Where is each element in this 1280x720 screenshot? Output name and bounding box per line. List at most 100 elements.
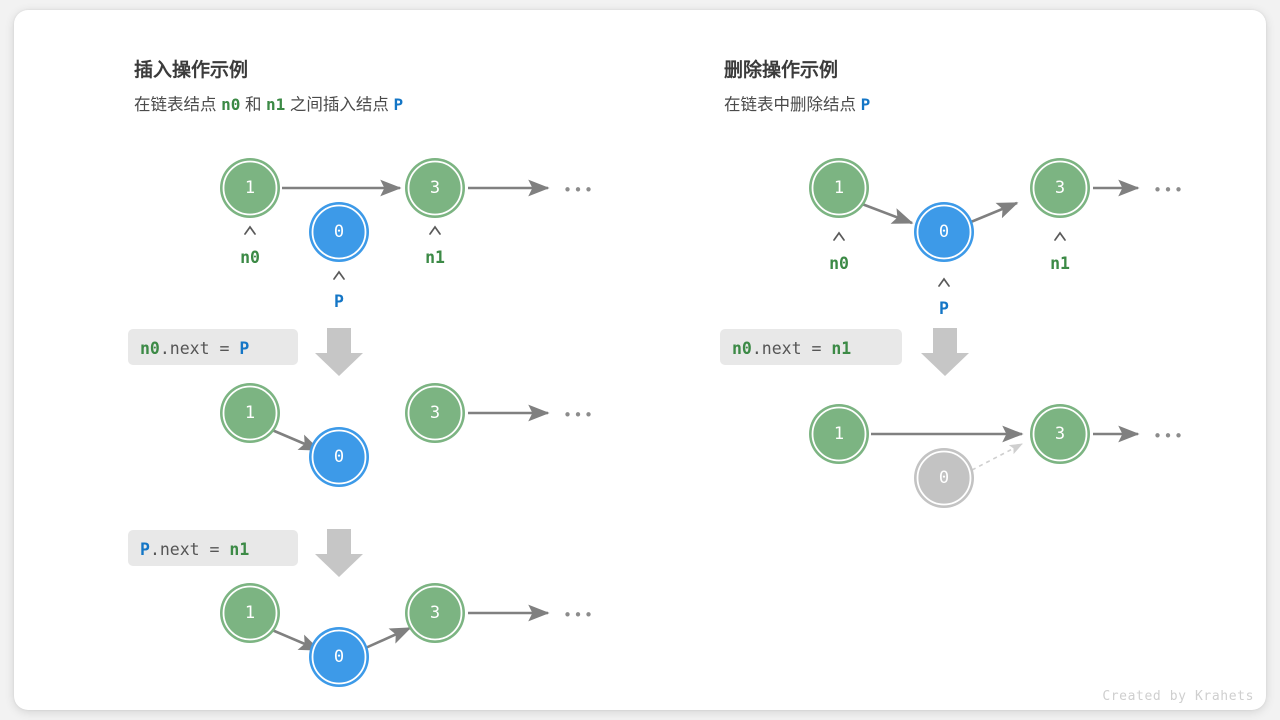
node-value: 3 <box>430 178 440 198</box>
node-label-n1: n1 <box>1050 254 1070 273</box>
ellipsis: ••• <box>563 606 595 624</box>
code-ident: P <box>239 339 249 358</box>
node-body <box>315 433 363 481</box>
node-inner-ring <box>1032 406 1088 462</box>
down-arrow-icon <box>315 328 363 376</box>
node-n0: 1 <box>809 404 869 464</box>
node-label-p: P <box>939 299 949 318</box>
svg-text:在链表中删除结点 P: 在链表中删除结点 P <box>724 95 870 114</box>
insert-step-1: n0.next = P <box>128 328 363 376</box>
node-label-n0: n0 <box>240 248 260 267</box>
caret-icon <box>244 225 256 235</box>
insert-step-2: P.next = n1 <box>128 529 363 577</box>
node-body <box>1036 164 1084 212</box>
insert-row-after-step-2: ••• 1 0 3 <box>220 583 595 687</box>
node-body <box>226 164 274 212</box>
code-ident: n0 <box>140 339 160 358</box>
link-arrow-removed-dashed <box>971 443 1023 471</box>
node-value: 1 <box>245 403 255 423</box>
credit-text: Created by Krahets <box>1102 689 1254 704</box>
diagram-canvas: 插入操作示例 在链表结点 n0 和 n1 之间插入结点 P ••• 1 <box>128 58 1254 704</box>
panel-remove-title: 删除操作示例 <box>724 58 838 81</box>
sub-part: 在链表中删除结点 <box>724 95 861 114</box>
code-op: .next = <box>150 540 229 559</box>
node-value: 0 <box>939 468 949 488</box>
sub-part: 和 <box>240 95 266 114</box>
node-value: 1 <box>834 178 844 198</box>
sub-part: 在链表结点 <box>134 95 221 114</box>
node-n0: 1 <box>220 583 280 643</box>
node-inner-ring <box>222 585 278 641</box>
panel-remove: 删除操作示例 在链表中删除结点 P ••• 1 n0 <box>720 58 1185 508</box>
node-body <box>815 164 863 212</box>
node-value: 0 <box>334 222 344 242</box>
node-label-p: P <box>334 292 344 311</box>
insert-row-initial: ••• 1 n0 0 P <box>220 158 593 311</box>
node-body <box>226 589 274 637</box>
node-n1: 3 <box>405 583 465 643</box>
sub-part-p: P <box>393 95 403 114</box>
node-inner-ring <box>407 585 463 641</box>
node-n0: 1 <box>220 383 280 443</box>
code-op: .next = <box>160 339 239 358</box>
remove-row-initial: ••• 1 n0 0 P <box>809 158 1185 318</box>
ellipsis: ••• <box>563 406 595 424</box>
diagram-card: 插入操作示例 在链表结点 n0 和 n1 之间插入结点 P ••• 1 <box>14 10 1266 710</box>
node-inner-ring <box>222 160 278 216</box>
panel-insert: 插入操作示例 在链表结点 n0 和 n1 之间插入结点 P ••• 1 <box>128 58 595 687</box>
node-inner-ring <box>916 204 972 260</box>
node-n1: 3 <box>405 383 465 443</box>
sub-part: 之间插入结点 <box>285 95 393 114</box>
caret-icon <box>429 225 441 235</box>
node-inner-ring <box>811 160 867 216</box>
code-ident: n0 <box>732 339 752 358</box>
code-chip-text: n0.next = n1 <box>732 339 851 358</box>
code-op: .next = <box>752 339 831 358</box>
node-inner-ring <box>222 385 278 441</box>
node-label-n0: n0 <box>829 254 849 273</box>
code-chip-text: n0.next = P <box>140 339 249 358</box>
node-value: 0 <box>334 647 344 667</box>
node-n1: 3 <box>405 158 465 218</box>
caret-icon <box>333 270 345 280</box>
code-ident: P <box>140 540 150 559</box>
code-chip-bg <box>128 329 298 365</box>
insert-row-after-step-1: ••• 1 0 3 <box>220 383 595 487</box>
node-value: 1 <box>834 424 844 444</box>
node-value: 3 <box>430 403 440 423</box>
node-inner-ring <box>311 429 367 485</box>
node-n0: 1 <box>809 158 869 218</box>
remove-row-after: ••• 1 0 3 <box>809 404 1183 508</box>
node-body <box>920 454 968 502</box>
panel-insert-subtitle: 在链表结点 n0 和 n1 之间插入结点 P <box>134 95 403 114</box>
node-removed: 0 <box>914 448 974 508</box>
panel-insert-title: 插入操作示例 <box>134 58 248 81</box>
svg-text:在链表结点 n0 和 n1 之间插入结点 P: 在链表结点 n0 和 n1 之间插入结点 P <box>134 95 403 114</box>
node-value: 3 <box>430 603 440 623</box>
node-value: 1 <box>245 178 255 198</box>
panel-remove-subtitle: 在链表中删除结点 P <box>724 95 870 114</box>
node-inner-ring <box>1032 160 1088 216</box>
node-inner-ring <box>811 406 867 462</box>
sub-part-n1: n1 <box>266 95 285 114</box>
code-chip-bg <box>128 530 298 566</box>
link-arrow-n0-p <box>861 202 914 225</box>
node-p: 0 <box>309 202 369 262</box>
node-n0: 1 <box>220 158 280 218</box>
node-body <box>411 589 459 637</box>
node-body <box>411 389 459 437</box>
node-value: 3 <box>1055 178 1065 198</box>
node-inner-ring <box>311 629 367 685</box>
node-value: 3 <box>1055 424 1065 444</box>
node-inner-ring <box>407 160 463 216</box>
node-inner-ring <box>916 450 972 506</box>
node-body <box>920 208 968 256</box>
node-p: 0 <box>309 427 369 487</box>
caret-icon <box>833 231 845 241</box>
caret-icon <box>938 277 950 287</box>
node-p: 0 <box>309 627 369 687</box>
remove-step-1: n0.next = n1 <box>720 328 969 376</box>
down-arrow-icon <box>921 328 969 376</box>
node-body <box>411 164 459 212</box>
ellipsis: ••• <box>1153 181 1185 199</box>
